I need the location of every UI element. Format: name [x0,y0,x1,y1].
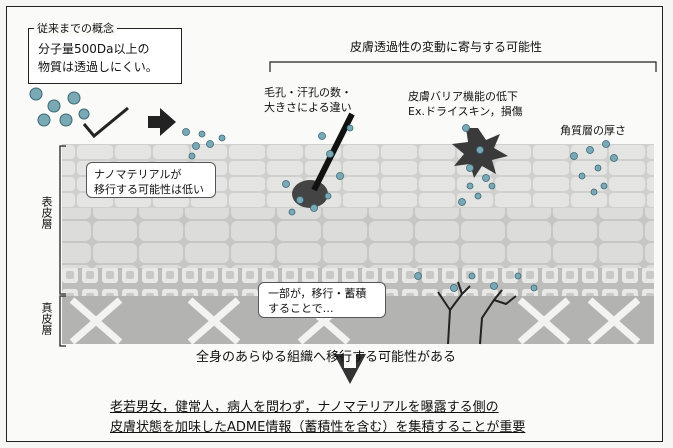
accumulation-line2: することで… [268,302,334,315]
check-mark-icon [82,106,129,139]
spinous-layer [62,208,654,268]
arrow-right-icon [148,108,176,136]
concept-line2: 物質は透過しにくい。 [38,60,158,74]
conclusion-systemic: 全身のあらゆる組織へ移行する可能性がある [196,350,457,365]
concept-title: 従来までの概念 [34,20,117,36]
bracket-label: 皮膚透過性の変動に寄与する可能性 [350,40,543,54]
barrier-label-2: Ex.ドライスキン，損傷 [408,105,523,118]
hair-pore-label-1: 毛孔・汗孔の数・ [264,86,352,99]
accumulation-box [258,282,386,318]
concept-line1: 分子量500Da以上の [38,42,150,56]
stratum-thickness-label: 角質層の厚さ [560,124,626,137]
barrier-label-1: 皮膚バリア機能の低下 [408,90,518,103]
conclusion-line1: 老若男女，健常人，病人を問わず，ナノマテリアルを曝露する側の [110,400,499,415]
epidermis-label: 表皮層 [40,196,53,229]
hair-follicle [292,180,328,208]
nanoparticles [29,87,90,127]
low-possibility-line2: 移行する可能性は低い [94,183,204,196]
arrow-down-icon [334,354,366,384]
hair-pore-label-2: 大きさによる違い [264,101,352,114]
dermis-label: 真皮層 [40,302,53,335]
accumulation-line1: 一部が，移行・蓄積 [268,287,367,300]
blood-vessel [437,281,517,345]
low-possibility-line1: ナノマテリアルが [94,168,182,181]
conventional-concept-box [28,28,182,84]
conclusion-line2: 皮膚状態を加味したADME情報（蓄積性を含む）を集積することが重要 [110,420,526,435]
low-possibility-box [86,162,216,198]
